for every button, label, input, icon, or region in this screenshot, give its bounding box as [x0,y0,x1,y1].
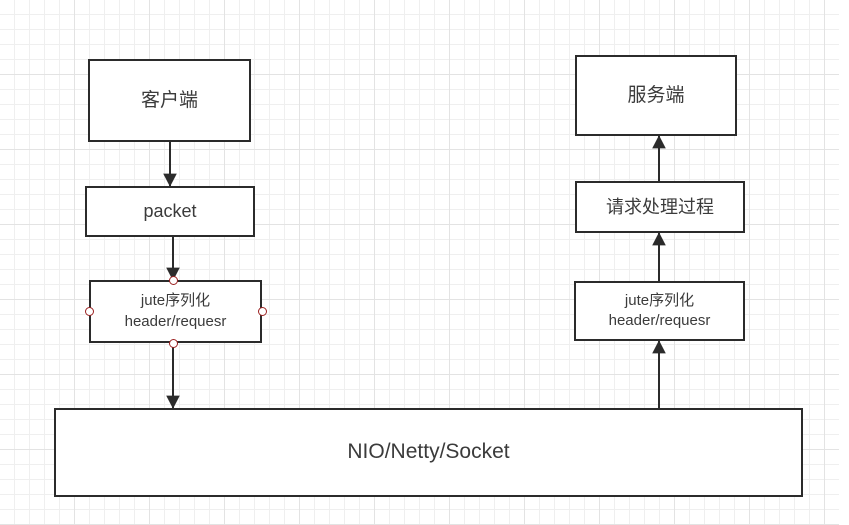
node-request-process-label: 请求处理过程 [606,196,714,217]
handle-left[interactable] [84,306,94,316]
handle-top[interactable] [168,275,178,285]
handle-right[interactable] [257,306,267,316]
node-jute-serialize-client-label: jute序列化 header/requesr [124,292,227,330]
node-server-label: 服务端 [627,84,685,106]
node-packet[interactable]: packet [85,186,255,237]
node-jute-serialize-server-label: jute序列化 header/requesr [608,291,711,329]
node-client-label: 客户端 [140,89,198,111]
handle-bottom[interactable] [168,338,178,348]
node-nio-netty-socket[interactable]: NIO/Netty/Socket [54,408,803,497]
node-packet-label: packet [143,201,197,222]
node-jute-serialize-server[interactable]: jute序列化 header/requesr [574,281,745,341]
node-server[interactable]: 服务端 [575,55,737,136]
node-client[interactable]: 客户端 [88,59,251,142]
node-jute-serialize-client[interactable]: jute序列化 header/requesr [89,280,262,343]
node-nio-netty-socket-label: NIO/Netty/Socket [347,440,510,464]
node-request-process[interactable]: 请求处理过程 [575,181,745,233]
